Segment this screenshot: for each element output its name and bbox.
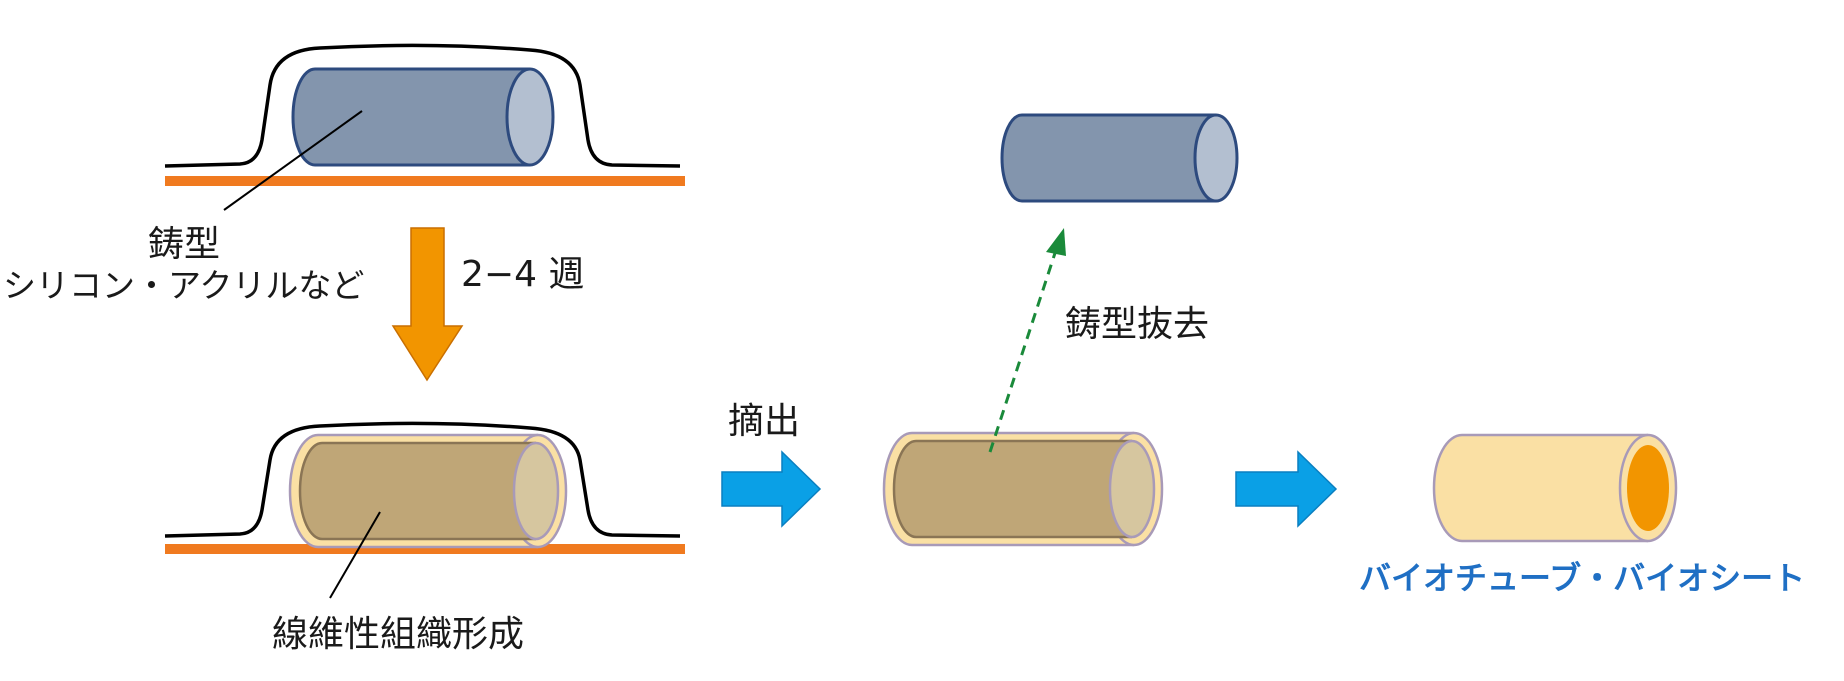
tissue-leader-line bbox=[329, 511, 381, 599]
tissue-inner-body-3 bbox=[892, 439, 1132, 539]
skin-outline-1 bbox=[164, 43, 681, 168]
step2-tissue-capsule bbox=[164, 421, 685, 599]
subcutaneous-base-line-2 bbox=[165, 544, 685, 554]
biotube bbox=[1432, 433, 1678, 543]
step1-implant bbox=[164, 43, 685, 211]
removed-mold-body bbox=[1000, 113, 1216, 203]
mold-removal-label: 鋳型抜去 bbox=[1065, 304, 1209, 345]
step3-extracted bbox=[882, 431, 1164, 547]
tissue-inner-end-2 bbox=[512, 441, 560, 541]
tissue-formation-label: 線維性組織形成 bbox=[272, 614, 524, 655]
mold-cylinder-outline-1 bbox=[291, 67, 530, 167]
mold-leader-line bbox=[223, 110, 363, 211]
down-arrow bbox=[391, 227, 464, 382]
removed-mold bbox=[1000, 113, 1239, 203]
tissue-inner-end-3 bbox=[1108, 439, 1156, 539]
extraction-label: 摘出 bbox=[728, 401, 800, 442]
extraction-arrow bbox=[721, 450, 822, 528]
removed-mold-end bbox=[1193, 113, 1239, 203]
mold-removal-arrow-head bbox=[1046, 228, 1066, 256]
mold-label: 鋳型 bbox=[148, 224, 220, 265]
biotube-body bbox=[1432, 433, 1648, 543]
mold-removal-arrow-line bbox=[988, 249, 1058, 453]
result-arrow bbox=[1235, 450, 1338, 528]
subcutaneous-base-line-1 bbox=[165, 176, 685, 186]
duration-label: 2−4 週 bbox=[461, 254, 584, 295]
mold-cylinder-end-1 bbox=[505, 67, 555, 167]
skin-outline-2 bbox=[164, 421, 681, 538]
mold-material-label: シリコン・アクリルなど bbox=[3, 266, 364, 305]
tissue-inner-body-2 bbox=[298, 441, 536, 541]
biotube-lumen bbox=[1627, 445, 1669, 531]
result-label: バイオチューブ・バイオシート bbox=[1359, 559, 1805, 597]
